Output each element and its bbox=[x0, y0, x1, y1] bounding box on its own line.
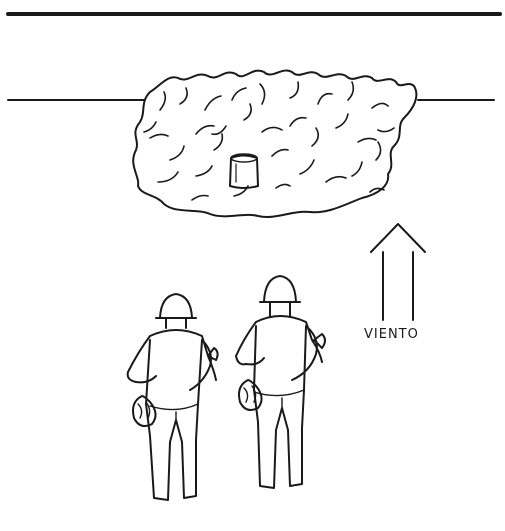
wind-arrow-icon bbox=[371, 224, 425, 320]
helmet-icon bbox=[156, 294, 196, 318]
hose-coil-icon bbox=[239, 380, 262, 410]
wind-label: VIENTO bbox=[364, 327, 419, 342]
helmet-icon bbox=[260, 276, 300, 302]
firefighter-left bbox=[128, 294, 218, 500]
hose-coil-icon bbox=[133, 396, 156, 426]
firefighter-right bbox=[236, 276, 325, 488]
fire-flames bbox=[133, 70, 416, 216]
burning-container bbox=[230, 154, 258, 188]
